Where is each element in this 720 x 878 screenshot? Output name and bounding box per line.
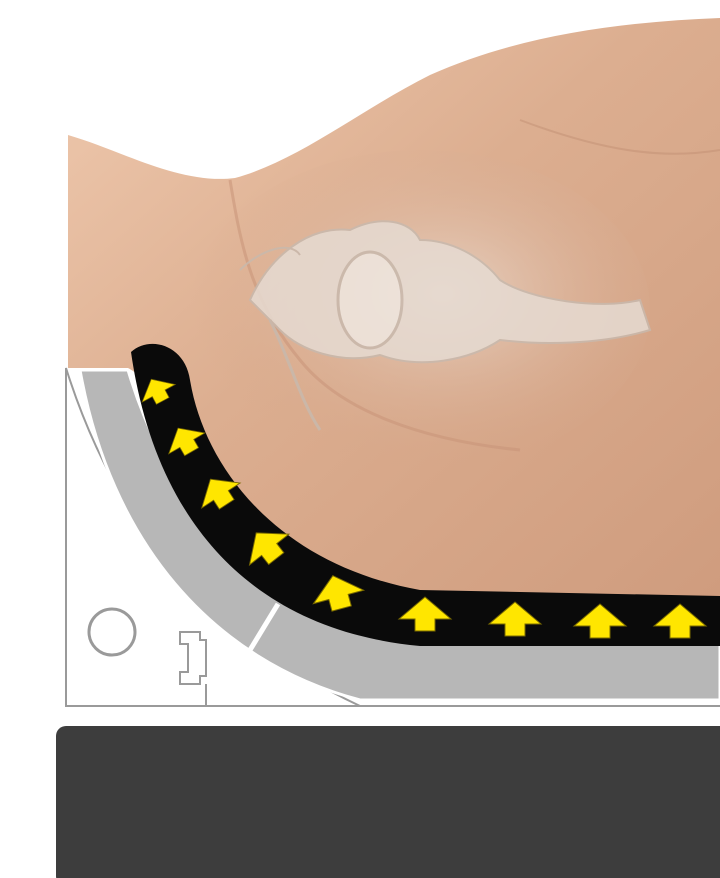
base-block [56, 726, 720, 878]
circle-hole-icon [89, 609, 135, 655]
